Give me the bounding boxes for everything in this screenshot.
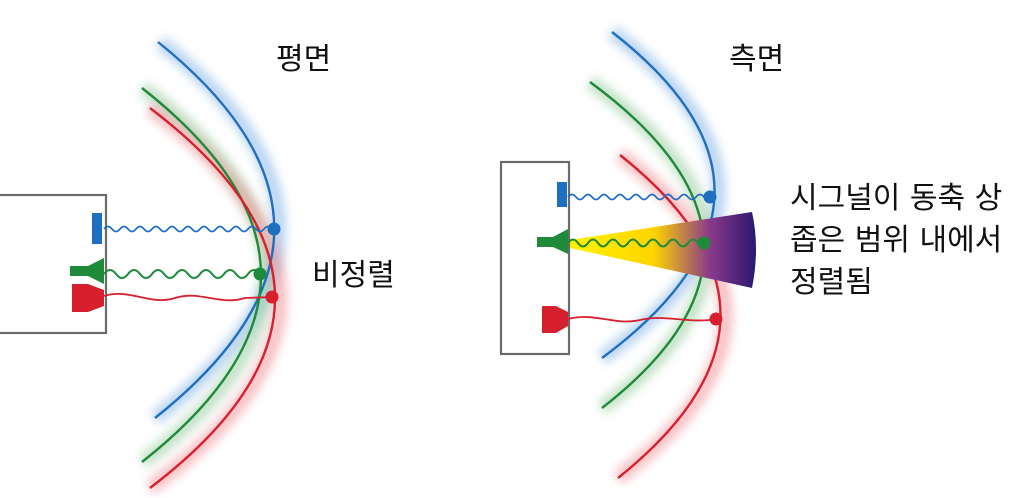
right-panel-title: 측면 xyxy=(729,42,785,77)
red-wavefront-glow-right xyxy=(613,149,733,484)
red-wavefront-glow xyxy=(145,102,287,494)
blue-arrival-dot xyxy=(267,222,281,236)
speaker-enclosure xyxy=(0,193,108,335)
aligned-annotation-line-2: 좁은 범위 내에서 xyxy=(790,223,1003,258)
green-signal-wave-right xyxy=(567,238,710,248)
green-arrival-dot xyxy=(253,267,267,281)
red-arrival-dot-right xyxy=(709,312,723,326)
misaligned-annotation: 비정렬 xyxy=(312,258,395,293)
midrange-driver-right xyxy=(537,229,568,254)
aligned-annotation: 시그널이 동축 상 좁은 범위 내에서 정렬됨 xyxy=(790,178,1002,304)
right-panel xyxy=(499,26,756,484)
blue-signal-wave xyxy=(103,225,274,233)
alignment-cone xyxy=(570,212,756,288)
red-signal-wave-right xyxy=(567,316,717,323)
red-arrival-dot xyxy=(265,290,279,304)
green-arrival-dot-right xyxy=(697,236,711,250)
left-panel-title: 평면 xyxy=(276,42,332,77)
blue-arrival-dot-right xyxy=(703,190,717,204)
aligned-annotation-line-3: 정렬됨 xyxy=(790,265,873,300)
red-signal-wave xyxy=(103,293,273,302)
aligned-annotation-line-1: 시그널이 동축 상 xyxy=(790,181,1003,216)
left-panel xyxy=(0,36,287,494)
blue-wavefront-glow-right xyxy=(597,26,726,364)
midrange-driver xyxy=(70,258,104,284)
woofer-driver xyxy=(72,284,104,312)
woofer-driver-right xyxy=(542,306,568,333)
tweeter-driver-right xyxy=(557,182,567,207)
green-signal-wave xyxy=(103,269,261,279)
tweeter-driver xyxy=(92,213,102,244)
blue-signal-wave-right xyxy=(567,193,710,201)
